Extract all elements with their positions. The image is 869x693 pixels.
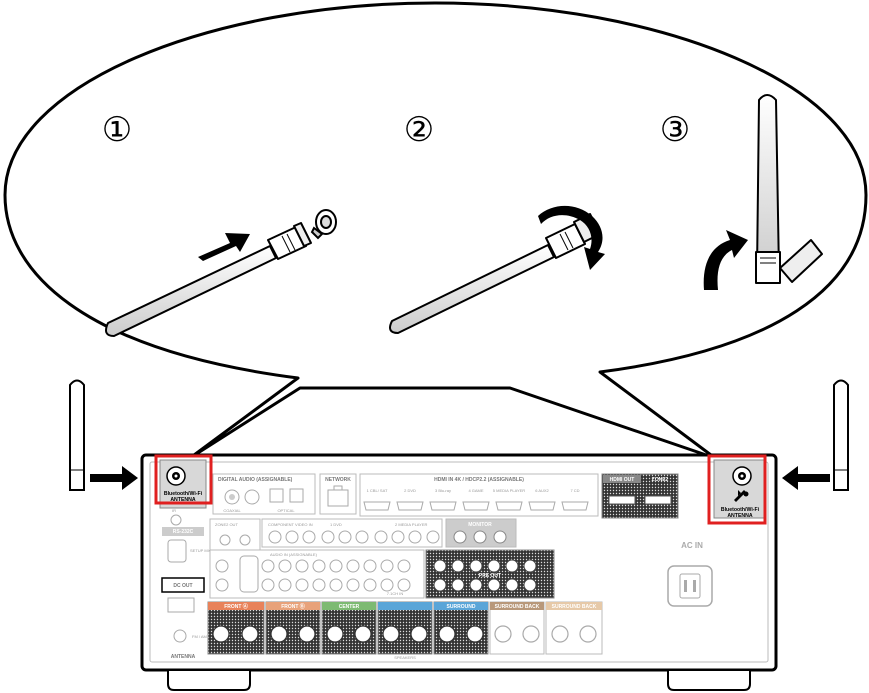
right-insert-arrow — [782, 466, 830, 490]
component-video-in-label: COMPONENT VIDEO IN — [268, 522, 313, 527]
audio-in-block: AUDIO IN (ASSIGNABLE) 7.1CH IN — [209, 549, 425, 599]
step3-lift-arrow — [703, 230, 748, 290]
hdmi-input-3: 3 Blu-ray — [435, 488, 451, 493]
speakers-label: SPEAKERS — [394, 655, 416, 660]
step-number-3: ③ — [660, 110, 690, 150]
dvd-label: 1 DVD — [330, 522, 342, 527]
pre-out-label: PRE OUT — [479, 573, 501, 579]
rs232c-label: RS-232C — [173, 529, 194, 535]
hdmi-in-block: HDMI IN 4K / HDCP2.2 (ASSIGNABLE) 1 CBL/… — [359, 473, 599, 517]
hdmi-out-label: HDMI OUT — [610, 477, 635, 483]
monitor-label: MONITOR — [468, 522, 492, 528]
right-antenna-highlight — [707, 454, 767, 525]
speaker-surround-back-2-label: SURROUND BACK — [552, 604, 597, 610]
step1-connector — [310, 209, 337, 240]
left-antenna-terminal: Bluetooth/Wi-Fi ANTENNA — [159, 459, 207, 509]
step3-antenna — [755, 94, 823, 284]
speaker-surround-back-label: SURROUND BACK — [495, 604, 540, 610]
left-antenna-label-line1: Bluetooth/Wi-Fi — [164, 491, 203, 497]
dc-out-label: DC OUT — [173, 583, 192, 589]
antenna-section-label: ANTENNA — [171, 654, 196, 660]
left-antenna-highlight — [154, 454, 213, 505]
component-video-block: ZONE2 OUT COMPONENT VIDEO IN 1 DVD 2 MED… — [209, 518, 517, 562]
left-control-column: IR RS-232C SETUP MIC DC OUT FM / AM ANTE… — [161, 508, 212, 660]
left-insert-arrow — [90, 466, 138, 490]
left-antenna-label-line2: ANTENNA — [170, 497, 196, 503]
hdmi-in-label: HDMI IN 4K / HDCP2.2 (ASSIGNABLE) — [434, 477, 524, 483]
ir-label: IR — [172, 508, 176, 513]
hdmi-input-5: 5 MEDIA PLAYER — [493, 488, 525, 493]
step-number-2: ② — [404, 110, 434, 150]
hdmi-input-6: 6 AUX2 — [535, 488, 549, 493]
optical-label: OPTICAL — [277, 508, 295, 513]
speaker-front-a-label: FRONT Ⓐ — [224, 603, 248, 610]
audio-in-label: AUDIO IN (ASSIGNABLE) — [270, 552, 318, 557]
right-foot — [667, 669, 751, 691]
network-port: NETWORK — [319, 473, 357, 515]
hdmi-input-2: 2 DVD — [404, 488, 416, 493]
zone2-label: ZONE2 — [652, 477, 669, 483]
digital-audio-block: DIGITAL AUDIO (ASSIGNABLE) COAXIAL OPTIC… — [212, 473, 316, 515]
digital-audio-label: DIGITAL AUDIO (ASSIGNABLE) — [218, 477, 293, 483]
hdmi-in-ports — [363, 501, 589, 511]
right-antenna-label-line2: ANTENNA — [727, 513, 753, 519]
right-antenna-label-line1: Bluetooth/Wi-Fi — [721, 507, 760, 513]
speaker-center-label: CENTER — [339, 604, 360, 610]
receiver-rear-panel: Bluetooth/Wi-Fi ANTENNA Bluetooth/Wi-Fi … — [140, 453, 778, 691]
right-side-antenna — [833, 379, 849, 491]
media-player-label: 2 MEDIA PLAYER — [395, 522, 427, 527]
right-antenna-terminal: Bluetooth/Wi-Fi ANTENNA — [713, 459, 767, 519]
left-side-antenna — [69, 379, 85, 491]
zone2-out-label: ZONE2 OUT — [215, 522, 238, 527]
step-number-1: ① — [102, 110, 132, 150]
ac-in-label: AC IN — [681, 541, 703, 550]
ch71-in-label: 7.1CH IN — [387, 591, 404, 596]
hdmi-input-4: 4 GAME — [468, 488, 483, 493]
hdmi-input-7: 7 CD — [570, 488, 579, 493]
hdmi-out-block: HDMI OUT ZONE2 — [601, 473, 679, 519]
ac-in-socket: AC IN — [667, 541, 713, 607]
hdmi-input-1: 1 CBL/ SAT — [367, 488, 388, 493]
callout-bubble — [3, 1, 868, 460]
speaker-surround-label: SURROUND — [447, 604, 476, 610]
pre-out-block: PRE OUT — [425, 549, 555, 599]
coaxial-label: COAXIAL — [223, 508, 241, 513]
step1-antenna — [105, 222, 312, 337]
setup-mic-label: SETUP MIC — [190, 548, 212, 553]
speaker-terminals: FRONT Ⓐ FRONT Ⓑ CENTER SURROUND SURROUND… — [207, 601, 603, 660]
fm-am-label: FM / AM — [192, 634, 207, 639]
step1-push-arrow — [198, 233, 250, 261]
bluetooth-wifi-icon — [734, 490, 749, 502]
step2-rotate-arrow — [538, 205, 605, 270]
network-label: NETWORK — [325, 477, 351, 483]
left-foot — [167, 669, 251, 691]
speaker-front-b-label: FRONT Ⓑ — [281, 603, 305, 610]
